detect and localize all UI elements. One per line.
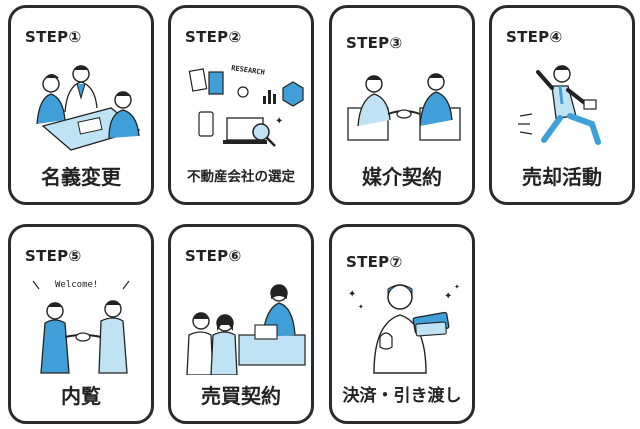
svg-text:✦: ✦ [275, 116, 283, 127]
welcome-text: Welcome! [55, 280, 98, 290]
research-illustration: RESEARCH ✦ [188, 64, 304, 147]
step-card-7: STEP⑦ ✦ ✦ ✦ ✦ 決済・引き渡し [329, 224, 475, 424]
svg-text:✦: ✦ [444, 291, 452, 302]
welcome-illustration: Welcome! [32, 280, 130, 374]
step-card-6: STEP⑥ 売買契約 [168, 224, 314, 424]
step-title: 決済・引き渡し [342, 386, 462, 406]
step-label: STEP② [185, 28, 242, 46]
step-label: STEP③ [346, 34, 403, 52]
step-title: 売買契約 [201, 384, 281, 408]
research-text: RESEARCH [231, 64, 266, 77]
svg-text:✦: ✦ [348, 289, 356, 300]
key-handover-illustration: ✦ ✦ ✦ ✦ [348, 283, 460, 374]
step-label: STEP⑦ [346, 253, 403, 271]
step-card-4: STEP④ 売却活動 [489, 5, 635, 205]
step-title: 名義変更 [41, 165, 121, 189]
step-title: 売却活動 [522, 165, 602, 189]
step-card-1: STEP① 名義変更 [8, 5, 154, 205]
svg-text:✦: ✦ [454, 283, 460, 291]
running-businessman-illustration [518, 65, 601, 145]
step-title: 媒介契約 [362, 165, 442, 189]
step-title: 内覧 [61, 384, 101, 408]
step-label: STEP⑤ [25, 247, 82, 265]
meeting-illustration [36, 65, 141, 151]
svg-text:✦: ✦ [358, 303, 364, 311]
contract-signing-illustration [186, 284, 306, 375]
step-title: 不動産会社の選定 [187, 169, 295, 185]
step-label: STEP① [25, 28, 82, 46]
step-label: STEP④ [506, 28, 563, 46]
step-card-3: STEP③ 媒介契約 [329, 5, 475, 205]
step-card-5: STEP⑤ Welcome! 内覧 [8, 224, 154, 424]
step-card-2: STEP② RESEARCH ✦ 不動産会社の選定 [168, 5, 314, 205]
step-label: STEP⑥ [185, 247, 242, 265]
handshake-illustration [347, 73, 461, 141]
